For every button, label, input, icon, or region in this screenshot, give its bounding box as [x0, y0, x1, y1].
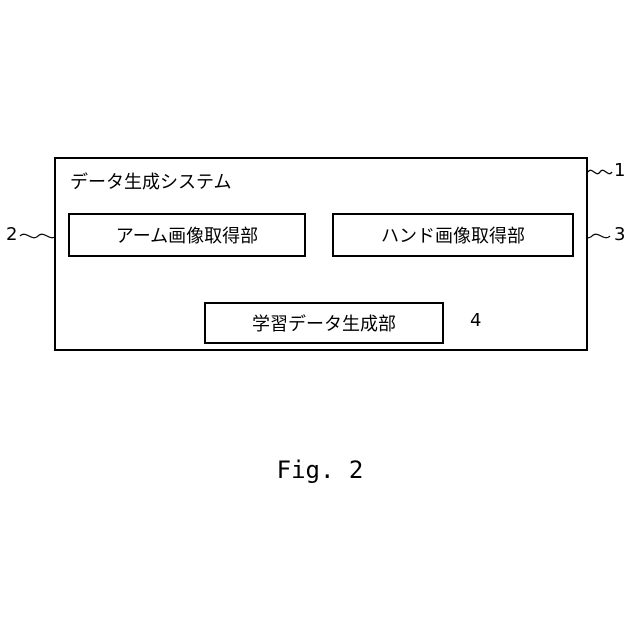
ref-number-3: 3 [614, 224, 625, 245]
ref-number-2: 2 [6, 224, 17, 245]
hand-image-acquisition-block: ハンド画像取得部 [332, 213, 574, 257]
hand-block-label: ハンド画像取得部 [381, 222, 525, 248]
figure-caption: Fig. 2 [0, 456, 640, 484]
ref-number-4: 4 [470, 310, 481, 331]
ref-number-1: 1 [614, 160, 625, 181]
system-title: データ生成システム [70, 168, 231, 194]
arm-block-label: アーム画像取得部 [116, 222, 258, 248]
learning-data-generation-block: 学習データ生成部 [204, 302, 444, 344]
arm-image-acquisition-block: アーム画像取得部 [68, 213, 306, 257]
leader-line-1 [588, 170, 612, 173]
learning-block-label: 学習データ生成部 [252, 310, 396, 336]
